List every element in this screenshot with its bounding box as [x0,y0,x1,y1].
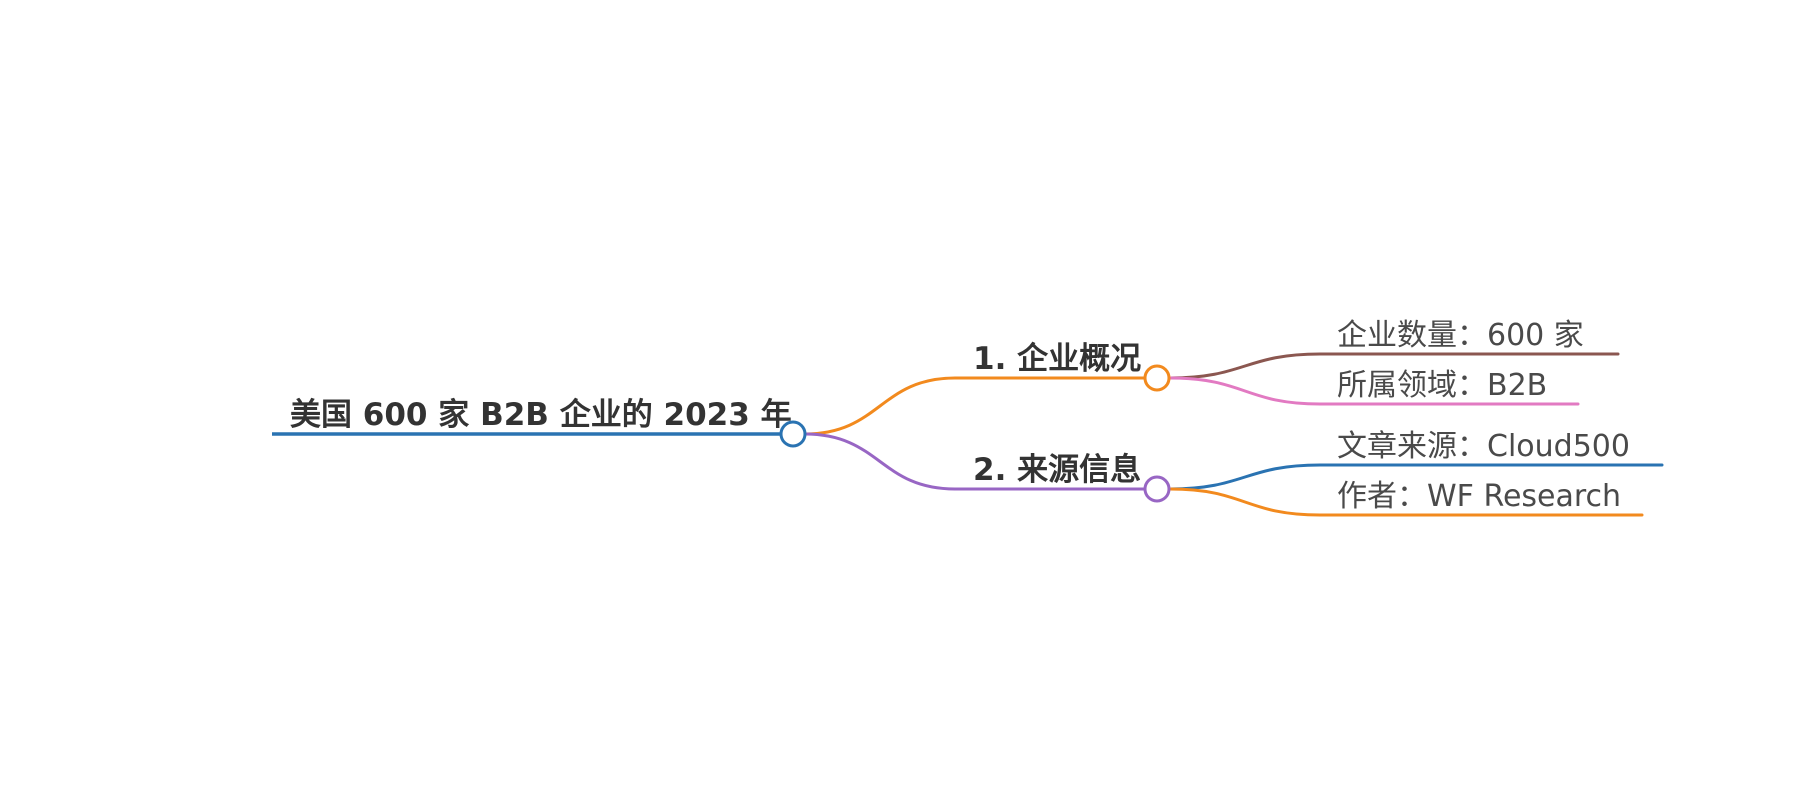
edge-root-to-branch-1 [803,376,1157,436]
leaf-topic-2-1[interactable]: 文章来源：Cloud500 [1337,429,1630,464]
edge-branch-2-to-leaf-2 [1168,487,1644,517]
edge-branch-2-to-leaf-1 [1168,463,1664,491]
branch-1-label: 1. 企业概况 [973,341,1141,377]
branch-topic-1[interactable]: 1. 企业概况 [973,341,1141,377]
root-topic-label: 美国 600 家 B2B 企业的 2023 年 [290,397,792,433]
edge-root-to-branch-2 [803,432,1157,491]
leaf-topic-1-1[interactable]: 企业数量：600 家 [1337,318,1584,353]
root-topic[interactable]: 美国 600 家 B2B 企业的 2023 年 [272,397,792,436]
leaf-2-1-label: 文章来源：Cloud500 [1337,429,1630,464]
leaf-2-2-label: 作者：WF Research [1337,479,1621,514]
leaf-1-2-label: 所属领域：B2B [1337,368,1547,403]
branch-2-label: 2. 来源信息 [973,452,1141,488]
leaf-topic-2-2[interactable]: 作者：WF Research [1337,479,1621,514]
branch-2-collapse-toggle[interactable] [1143,475,1171,503]
branch-topic-2[interactable]: 2. 来源信息 [973,452,1141,488]
leaf-1-1-label: 企业数量：600 家 [1337,318,1584,353]
root-collapse-toggle[interactable] [779,420,807,448]
edge-branch-1-to-leaf-1 [1168,352,1620,380]
leaf-topic-1-2[interactable]: 所属领域：B2B [1337,368,1547,403]
branch-1-collapse-toggle[interactable] [1143,364,1171,392]
edge-branch-1-to-leaf-2 [1168,376,1580,406]
